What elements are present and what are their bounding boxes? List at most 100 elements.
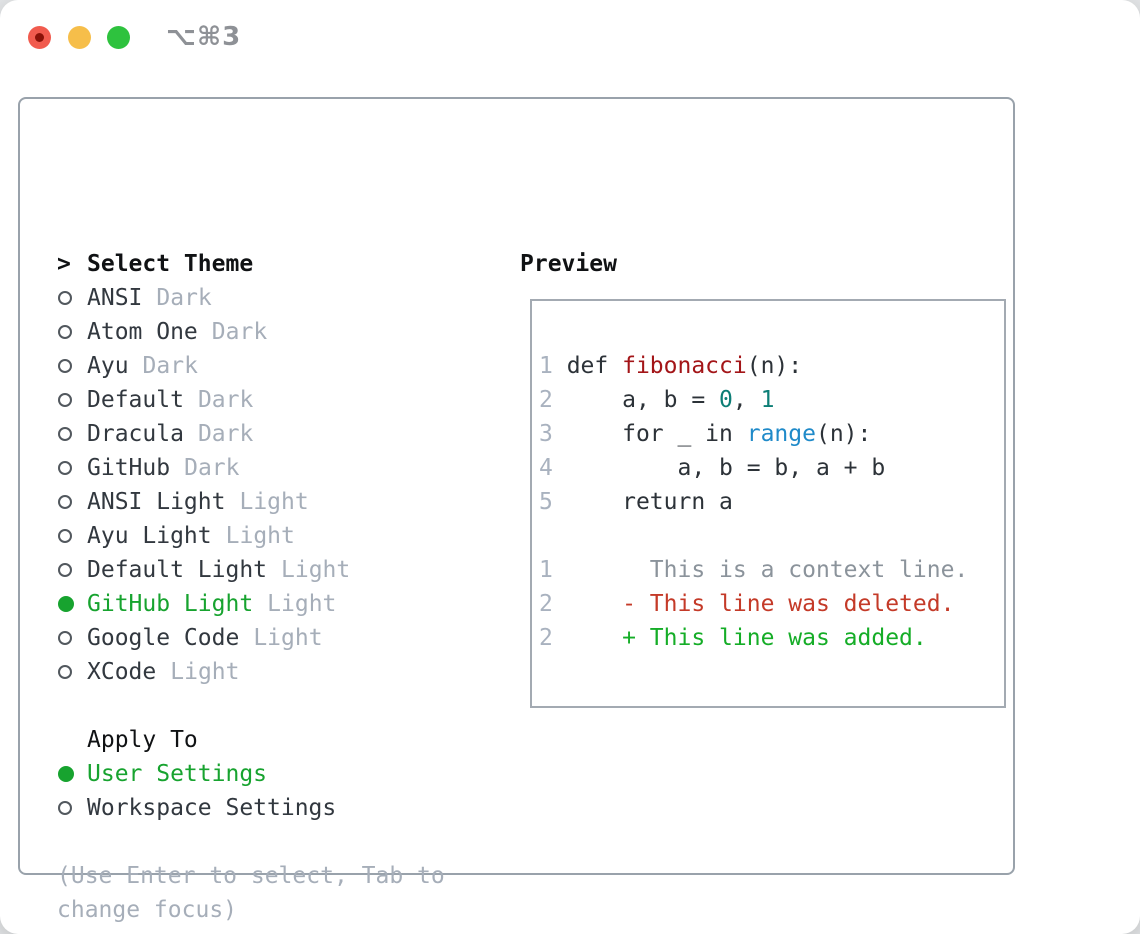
token-num: 2 — [539, 625, 553, 651]
close-dot-icon — [35, 33, 44, 42]
theme-variant-tag: Dark — [184, 455, 240, 481]
radio-unselected-icon — [58, 393, 72, 407]
apply-option-user-settings[interactable]: User Settings — [57, 757, 445, 791]
hint-line: change focus) — [57, 897, 238, 923]
token-del: - This line was deleted. — [622, 591, 955, 617]
theme-item-label: Ayu Light — [87, 523, 212, 549]
spacer-row — [57, 689, 445, 723]
token-code: for _ in — [566, 421, 747, 447]
radio-selected-icon — [58, 596, 74, 612]
theme-item-github-light[interactable]: GitHub Light Light — [57, 587, 445, 621]
apply-to-header-row: Apply To — [57, 723, 445, 757]
hint-line: (Use Enter to select, Tab to — [57, 863, 445, 889]
theme-item-ayu-light[interactable]: Ayu Light Light — [57, 519, 445, 553]
token-code: , — [732, 387, 761, 413]
token-add: + This line was added. — [622, 625, 927, 651]
token-code: a, b = b, a + b — [566, 455, 886, 481]
theme-item-ayu[interactable]: Ayu Dark — [57, 349, 445, 383]
theme-item-label: XCode — [87, 659, 157, 685]
theme-variant-tag: Light — [267, 591, 337, 617]
hint-text: (Use Enter to select, Tab to change focus… — [57, 859, 445, 927]
code-line: 5 return a — [539, 485, 968, 519]
code-preview: 1 def fibonacci(n): 2 a, b = 0, 1 3 for _ … — [539, 349, 968, 655]
theme-variant-tag: Dark — [156, 285, 212, 311]
theme-variant-tag: Light — [239, 489, 309, 515]
radio-unselected-icon — [58, 325, 72, 339]
theme-item-github[interactable]: GitHub Dark — [57, 451, 445, 485]
token-num: 5 — [539, 489, 567, 515]
theme-item-google-code[interactable]: Google Code Light — [57, 621, 445, 655]
token-code: (n): — [746, 353, 803, 379]
theme-item-label: Atom One — [87, 319, 198, 345]
code-line: 3 for _ in range(n): — [539, 417, 968, 451]
token-ctx: This is a context line. — [552, 557, 969, 583]
prompt-icon: > — [57, 251, 71, 277]
theme-variant-tag: Light — [225, 523, 295, 549]
token-num: 1 — [539, 353, 567, 379]
token-num: 3 — [539, 421, 567, 447]
token-func: fibonacci — [622, 353, 747, 379]
theme-item-default-light[interactable]: Default Light Light — [57, 553, 445, 587]
theme-item-xcode[interactable]: XCode Light — [57, 655, 445, 689]
radio-selected-icon — [58, 766, 74, 782]
token-code — [553, 625, 622, 651]
radio-unselected-icon — [58, 427, 72, 441]
theme-item-label: GitHub Light — [87, 591, 254, 617]
theme-item-label: ANSI Light — [87, 489, 226, 515]
spacer-row — [57, 825, 445, 859]
zoom-button[interactable] — [107, 26, 130, 49]
token-num: 2 — [539, 387, 567, 413]
theme-variant-tag: Dark — [211, 319, 268, 345]
theme-item-ansi[interactable]: ANSI Dark — [57, 281, 445, 315]
token-numlit: 1 — [760, 387, 775, 413]
apply-option-label: Workspace Settings — [87, 795, 337, 821]
token-code — [553, 591, 622, 617]
keyboard-shortcut-label: ⌥⌘3 — [166, 22, 242, 52]
token-numlit: 0 — [719, 387, 733, 413]
theme-variant-tag: Dark — [197, 421, 254, 447]
token-builtin: range — [746, 421, 816, 447]
theme-item-label: Ayu — [87, 353, 129, 379]
radio-unselected-icon — [58, 631, 72, 645]
radio-unselected-icon — [58, 461, 72, 475]
token-code: return a — [566, 489, 733, 515]
apply-option-label: User Settings — [87, 761, 268, 787]
theme-variant-tag: Light — [170, 659, 240, 685]
token-num: 4 — [539, 455, 567, 481]
token-num: 1 — [539, 557, 553, 583]
theme-item-ansi-light[interactable]: ANSI Light Light — [57, 485, 445, 519]
minimize-button[interactable] — [68, 26, 91, 49]
token-num: 2 — [539, 591, 553, 617]
theme-variant-tag: Light — [281, 557, 351, 583]
radio-unselected-icon — [58, 359, 72, 373]
token-code: def — [566, 353, 623, 379]
select-theme-header-row: > Select Theme — [57, 247, 445, 281]
radio-unselected-icon — [58, 291, 72, 305]
radio-unselected-icon — [58, 665, 72, 679]
apply-to-title: Apply To — [87, 727, 198, 753]
theme-item-label: ANSI — [87, 285, 143, 311]
radio-unselected-icon — [58, 801, 72, 815]
code-line: 1 def fibonacci(n): — [539, 349, 968, 383]
theme-item-label: Default — [87, 387, 184, 413]
token-code: a, b = — [566, 387, 720, 413]
theme-item-label: Default Light — [87, 557, 268, 583]
code-line: 2 + This line was added. — [539, 621, 968, 655]
apply-option-workspace-settings[interactable]: Workspace Settings — [57, 791, 445, 825]
code-line: 1 This is a context line. — [539, 553, 968, 587]
theme-item-atom-one[interactable]: Atom One Dark — [57, 315, 445, 349]
theme-variant-tag: Dark — [142, 353, 198, 379]
theme-variant-tag: Light — [253, 625, 323, 651]
close-button[interactable] — [28, 26, 51, 49]
preview-title: Preview — [520, 251, 617, 277]
select-theme-title: Select Theme — [87, 251, 254, 277]
theme-item-label: Google Code — [87, 625, 240, 651]
theme-item-label: GitHub — [87, 455, 171, 481]
code-line — [539, 519, 968, 553]
